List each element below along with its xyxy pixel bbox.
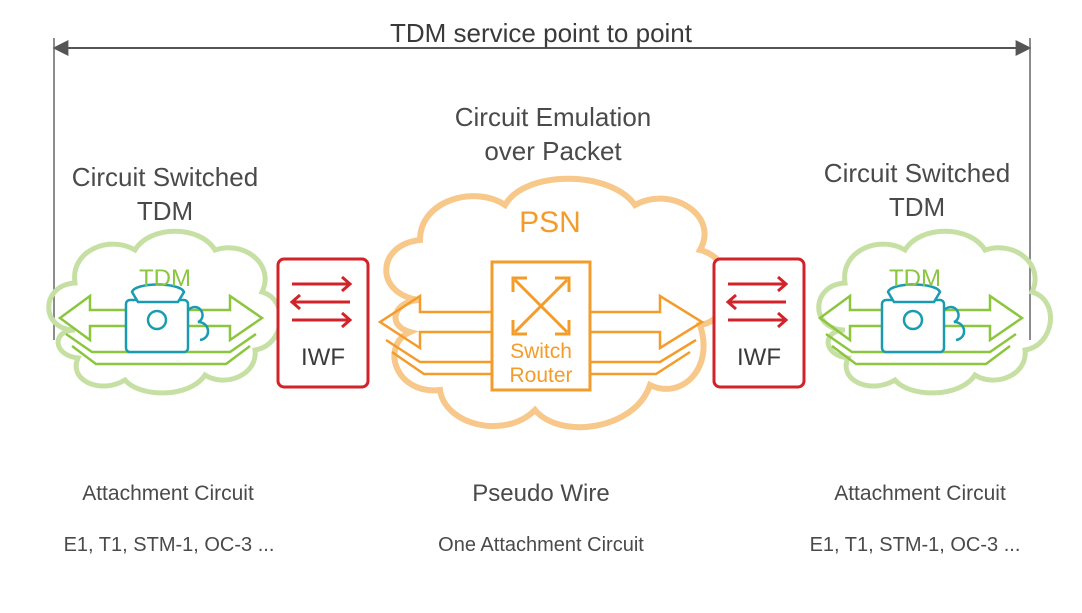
psn-cloud (377, 175, 732, 431)
switch-router-line2: Router (509, 364, 573, 387)
service-title: TDM service point to point (389, 18, 692, 48)
right-iwf-label: IWF (737, 344, 781, 371)
right-circuit-types: E1, T1, STM-1, OC-3 ... (809, 534, 1021, 556)
psn-label: PSN (519, 206, 581, 239)
right-tdm-label: TDM (889, 265, 941, 292)
left-tdm-cloud (46, 228, 283, 396)
left-iwf-arrows-icon (289, 275, 353, 329)
right-title-line2: TDM (888, 192, 946, 222)
switch-router-line1: Switch (510, 340, 572, 363)
left-title: Circuit Switched TDM (40, 160, 290, 228)
left-title-line1: Circuit Switched (71, 162, 259, 192)
right-iwf-arrows-icon (725, 275, 789, 329)
left-tdm-label: TDM (139, 265, 191, 292)
center-bottom-label: Pseudo Wire (472, 480, 610, 507)
center-title-line2: over Packet (484, 136, 622, 166)
left-phone-icon (124, 283, 210, 354)
left-circuit-types: E1, T1, STM-1, OC-3 ... (63, 534, 275, 556)
center-circuit-note: One Attachment Circuit (438, 534, 644, 556)
left-iwf-label: IWF (301, 344, 345, 371)
right-title: Circuit Switched TDM (792, 156, 1042, 224)
center-title: Circuit Emulation over Packet (420, 100, 686, 168)
center-title-line1: Circuit Emulation (454, 102, 652, 132)
right-bottom-label: Attachment Circuit (834, 482, 1006, 505)
switch-router-label: Switch Router (492, 340, 590, 388)
left-iwf-box (276, 257, 370, 389)
switch-router-icon (490, 260, 592, 392)
right-phone-icon (880, 283, 966, 354)
left-title-line2: TDM (136, 196, 194, 226)
right-iwf-box (712, 257, 806, 389)
left-bottom-label: Attachment Circuit (82, 482, 254, 505)
right-title-line1: Circuit Switched (823, 158, 1011, 188)
right-tdm-cloud (816, 228, 1053, 396)
